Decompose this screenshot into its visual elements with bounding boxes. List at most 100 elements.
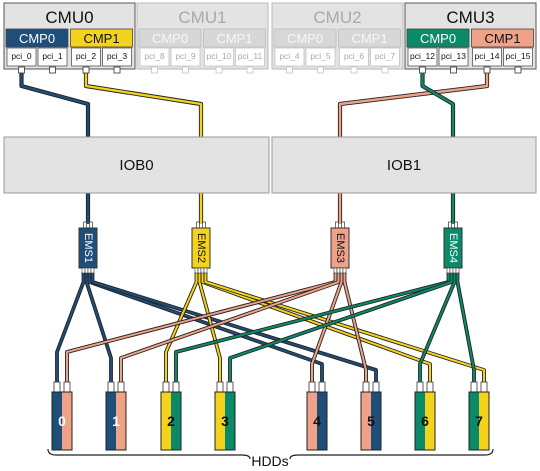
pci-port: [182, 66, 189, 74]
pci-slot: [102, 47, 132, 67]
pci-slot: [305, 47, 336, 67]
pci-port: [350, 66, 358, 74]
pci-port: [450, 66, 457, 74]
hdd-half: [171, 392, 181, 450]
cmp-block: [70, 28, 133, 48]
hdd-half: [361, 392, 371, 450]
cable-layer: [19, 73, 490, 382]
pci-label: pci_3: [107, 51, 128, 61]
hdd-frame: [360, 391, 382, 451]
pci-port: [246, 66, 254, 74]
pci-port: [49, 66, 56, 74]
pci-slot: [37, 47, 68, 67]
hdd-frame: [414, 391, 436, 451]
hdd-half: [215, 392, 225, 450]
cable: [175, 272, 450, 382]
hdd-number: 2: [167, 413, 175, 429]
hdd-half: [225, 392, 235, 450]
hdd-number: 7: [475, 413, 483, 429]
hdd-half: [106, 392, 116, 450]
pci-slot: [274, 47, 305, 67]
pci-label: pci_14: [474, 51, 499, 61]
pci-label: pci_5: [310, 51, 331, 61]
hdd-port: [318, 381, 326, 393]
hdd-drive: 5: [360, 381, 382, 451]
cable: [419, 272, 456, 382]
cmu-label: CMU3: [446, 8, 494, 27]
cable: [165, 272, 198, 382]
ems-port: [454, 221, 458, 229]
pci-port: [317, 66, 324, 74]
ems-port: [84, 267, 89, 274]
hdd-drive: 4: [306, 381, 328, 451]
hdd-frame: [51, 391, 73, 451]
cable: [85, 272, 112, 382]
pci-slot: [71, 47, 101, 67]
hdd-port: [362, 381, 370, 393]
ems-port: [197, 267, 202, 274]
pci-slot: [339, 47, 369, 67]
hdd-port: [226, 381, 234, 393]
cable-outline: [164, 272, 199, 382]
ems-port: [200, 267, 205, 274]
cmp-block: [338, 28, 401, 48]
hdd-half: [469, 392, 479, 450]
cable: [456, 272, 475, 382]
cmu-label: CMU1: [178, 8, 226, 27]
hdd-number: 1: [112, 413, 120, 429]
pci-label: pci_13: [441, 51, 466, 61]
hdd-number: 0: [58, 413, 66, 429]
ems-port: [335, 221, 339, 229]
ems-label: EMS1: [82, 233, 94, 263]
ems-port: [83, 221, 87, 229]
ems-port: [342, 267, 347, 274]
hdd-number: 5: [367, 413, 375, 429]
hdd-drive: 1: [105, 381, 127, 451]
hdd-port: [117, 381, 125, 393]
hdd-half: [479, 392, 489, 450]
cmp-label: CMP0: [19, 31, 55, 46]
hdd-number: 6: [421, 413, 429, 429]
cable: [201, 272, 431, 382]
hdd-frame: [214, 391, 236, 451]
hdd-frame: [105, 391, 127, 451]
cable: [88, 272, 323, 382]
ems-port: [81, 267, 86, 274]
pci-label: pci_9: [175, 51, 196, 61]
ems-port: [452, 267, 457, 274]
iob-label: IOB1: [387, 157, 421, 174]
ems-port: [446, 267, 451, 274]
pci-label: pci_8: [144, 51, 165, 61]
hdd-brace: [47, 448, 494, 460]
hdd-port: [216, 381, 224, 393]
hdd-frame: [306, 391, 328, 451]
iob-box: [3, 136, 270, 194]
cmp-block: [471, 28, 534, 48]
iob-label: IOB0: [119, 157, 153, 174]
cmp-label: CMP0: [152, 31, 188, 46]
cmp-block: [5, 28, 69, 48]
cmp-block: [138, 28, 202, 48]
ems-port: [196, 221, 200, 229]
pci-port: [215, 66, 223, 74]
cmp-label: CMP1: [216, 31, 252, 46]
cmu-label: CMU0: [45, 8, 93, 27]
hdd-half: [116, 392, 126, 450]
hdd-port: [162, 381, 170, 393]
ems-port: [202, 221, 206, 229]
hdd-number: 3: [221, 413, 229, 429]
pci-label: pci_15: [505, 51, 530, 61]
pci-label: pci_2: [76, 51, 97, 61]
pci-slot: [204, 47, 234, 67]
hdd-frame: [160, 391, 182, 451]
pci-port: [82, 66, 90, 74]
pci-slot: [407, 47, 438, 67]
pci-slot: [472, 47, 502, 67]
cmp-block: [203, 28, 266, 48]
pci-label: pci_6: [344, 51, 365, 61]
hdd-port: [63, 381, 71, 393]
